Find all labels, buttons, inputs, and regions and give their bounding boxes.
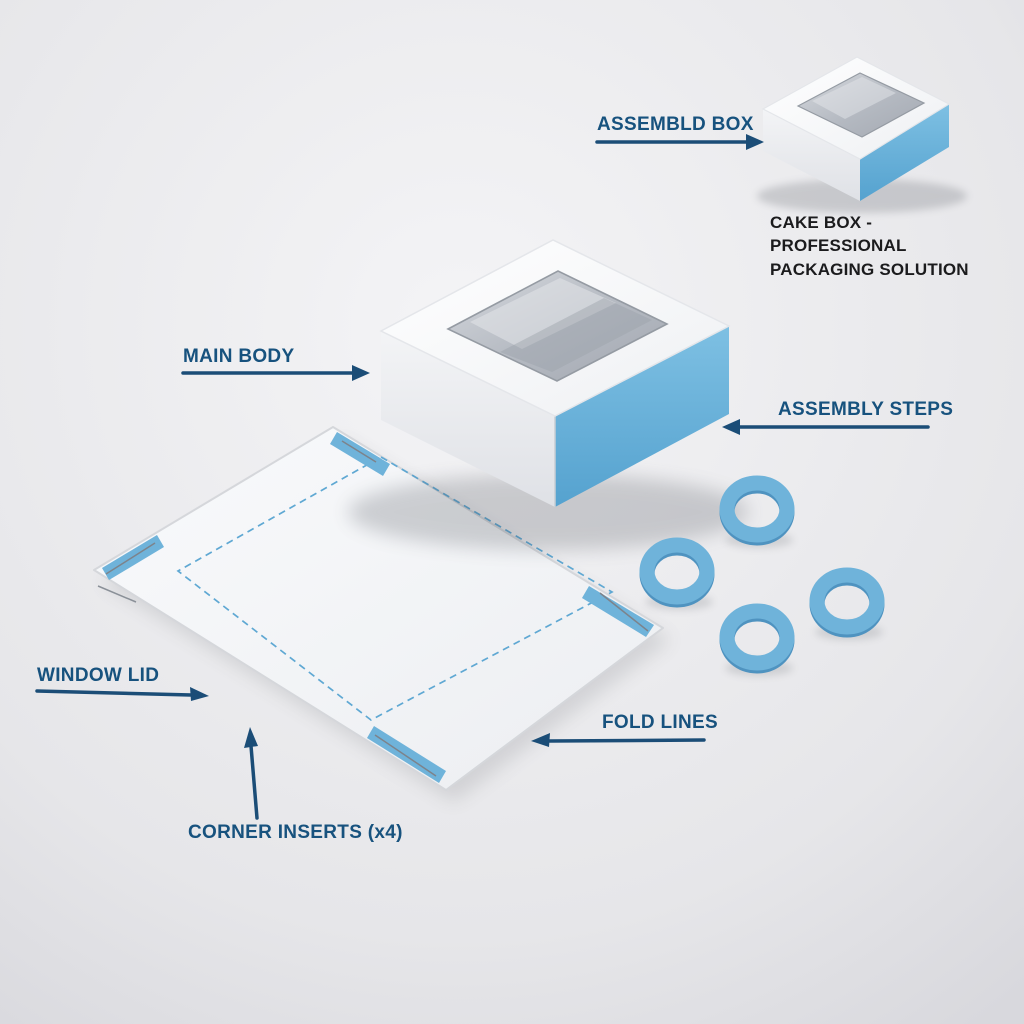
fold-lines-dashed xyxy=(176,456,614,722)
ring-top xyxy=(719,475,795,548)
ring-left-body xyxy=(639,537,715,605)
ring-right-body xyxy=(809,567,885,635)
main-box-window-highlight xyxy=(470,278,616,349)
corner-inserts-arrow-line xyxy=(249,744,259,820)
assembly-steps-label: ASSEMBLY STEPS xyxy=(778,399,954,420)
main-body-label: MAIN BODY xyxy=(183,346,295,367)
assembled-box-label: ASSEMBLD BOX xyxy=(597,114,754,135)
slit-left-edge xyxy=(97,585,137,603)
ring-top-body xyxy=(719,475,795,543)
rings xyxy=(639,475,885,676)
assembled-box-window-highlight xyxy=(812,77,896,119)
slit-top xyxy=(341,440,377,463)
main-box xyxy=(348,239,748,550)
assembled-box-blue-face xyxy=(860,104,949,201)
corner-insert-right xyxy=(582,586,654,637)
assembly-steps-arrow-head xyxy=(722,419,740,435)
main-box-blue-face xyxy=(555,326,729,507)
assembled-box-arrow-head xyxy=(746,134,764,150)
template-sheet xyxy=(93,426,671,802)
assembled-box-front-face xyxy=(763,109,860,201)
ring-left xyxy=(639,537,715,610)
assembled-box xyxy=(757,56,967,213)
main-box-shadow xyxy=(348,474,748,550)
slit-bottom xyxy=(374,734,437,777)
corner-inserts-label: CORNER INSERTS (x4) xyxy=(188,822,403,843)
fold-lines-arrow-line xyxy=(547,738,706,743)
ring-bottom xyxy=(719,603,795,676)
window-lid-label: WINDOW LID xyxy=(37,665,160,686)
main-box-front-face xyxy=(381,331,555,507)
slit-left xyxy=(105,542,156,575)
ring-bottom-body xyxy=(719,603,795,671)
fold-lines-label: FOLD LINES xyxy=(602,712,718,733)
callout-arrows xyxy=(35,134,930,820)
template-outline xyxy=(93,426,664,791)
main-box-window-shade xyxy=(500,298,652,372)
main-body-arrow-head xyxy=(352,365,370,381)
slit-right xyxy=(599,592,649,632)
corner-inserts-arrow-head xyxy=(244,727,258,748)
ring-right xyxy=(809,567,885,640)
window-lid-arrow-head xyxy=(190,687,209,701)
window-lid-arrow-line xyxy=(35,689,193,697)
fold-lines-arrow-head xyxy=(531,733,550,747)
product-caption: CAKE BOX - PROFESSIONAL PACKAGING SOLUTI… xyxy=(770,213,969,279)
